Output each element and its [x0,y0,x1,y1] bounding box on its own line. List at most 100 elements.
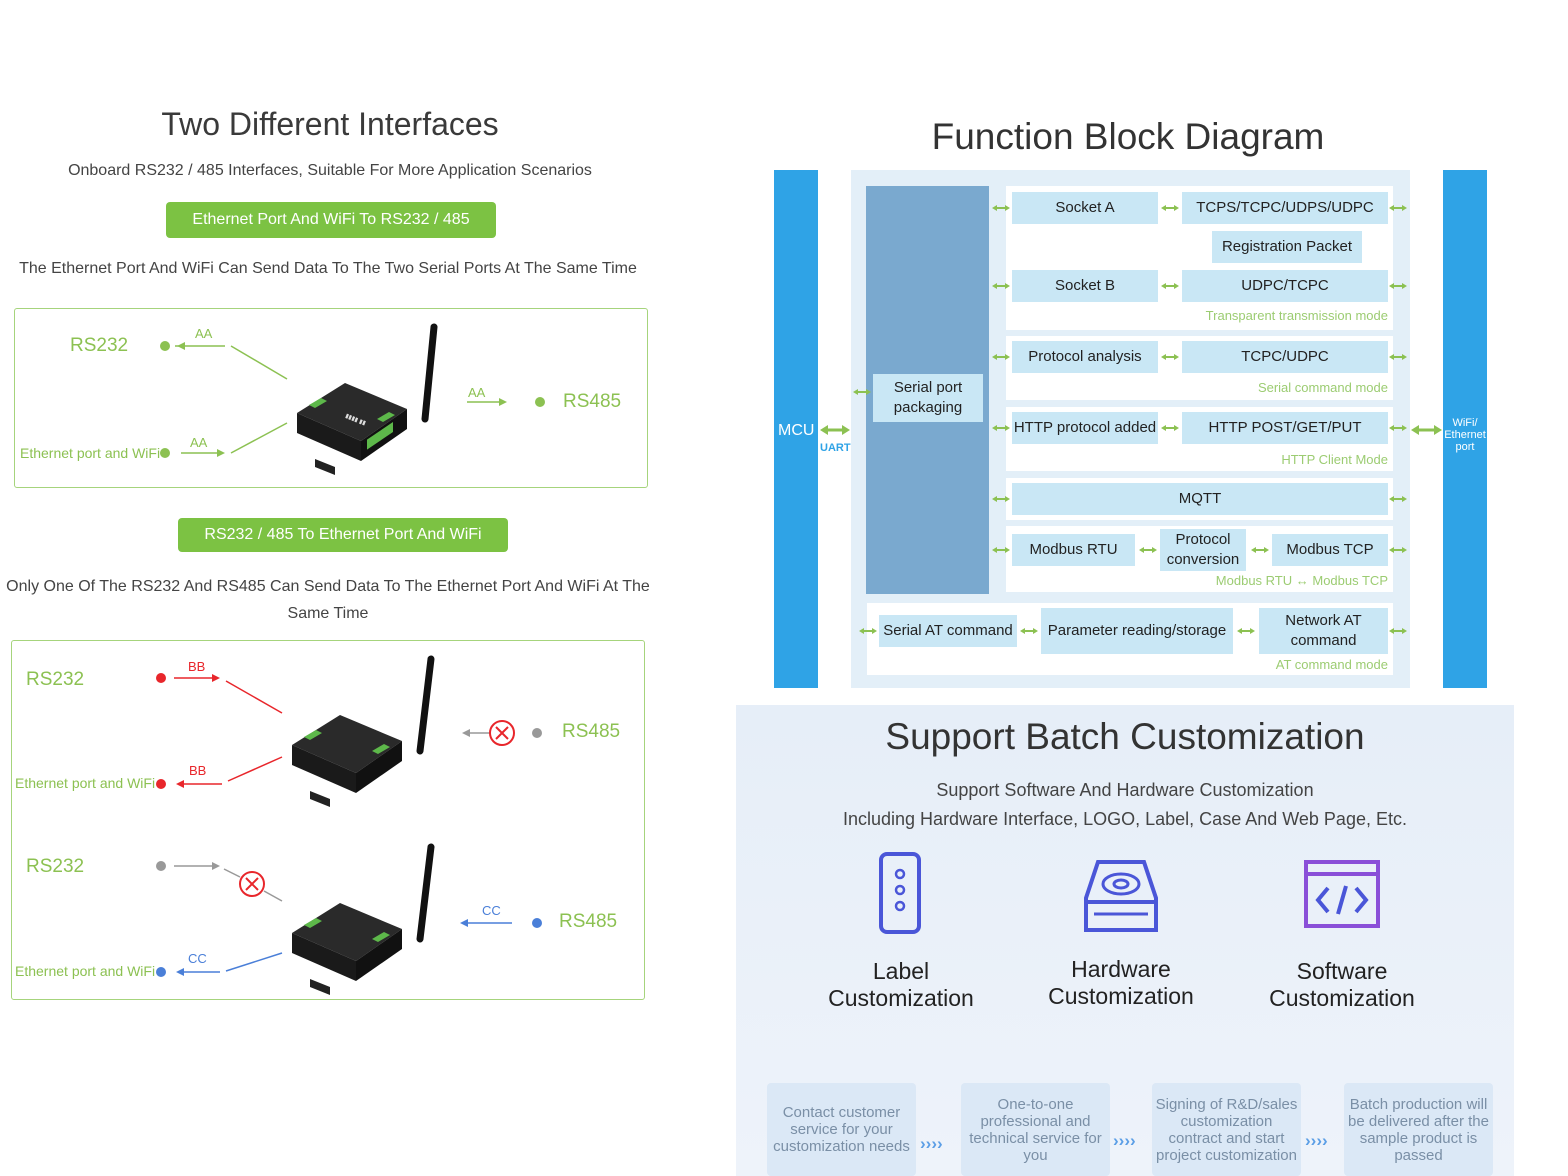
interfaces-subtitle: Onboard RS232 / 485 Interfaces, Suitable… [68,162,592,179]
connector-line [227,756,283,782]
rs232-label: RS232 [26,856,85,877]
flow-label-aa: AA [190,435,208,450]
rs485-dot [532,728,542,738]
tcpc-udpc-box: TCPC/UDPC [1182,341,1388,373]
batch-title: Support Batch Customization [885,716,1365,757]
socket-a-box: Socket A [1012,192,1158,224]
label-icon [879,852,921,934]
label-customization: Label Customization [828,958,974,1011]
eth-wifi-dot [156,967,166,977]
mcu-bus [774,170,818,688]
transparent-mode-label: Transparent transmission mode [1205,308,1388,323]
batch-subtitle-2: Including Hardware Interface, LOGO, Labe… [843,809,1407,829]
rs232-label: RS232 [26,669,85,690]
flow-label-aa: AA [195,326,213,341]
wifi-ethernet-bus [1443,170,1487,688]
chevron-right-icon: ›››› [1113,1131,1136,1150]
interfaces-title: Two Different Interfaces [161,106,499,142]
eth-wifi-label: Ethernet port and WiFi [15,963,156,979]
bidirectional-arrow-icon [852,204,1408,635]
chevron-right-icon: ›››› [920,1134,943,1153]
mode1-panel: RS232 RS485 Ethernet port and WiFi AA AA… [14,308,648,488]
http-methods-box: HTTP POST/GET/PUT [1182,412,1388,444]
mode2-panel: RS232 RS485 Ethernet port and WiFi BB BB… [11,640,645,1000]
rs485-label: RS485 [559,911,618,932]
flow-label-cc: CC [482,903,501,918]
mode2-flow-diagram [156,655,542,995]
protocol-conversion-box: Protocol conversion [1160,529,1246,571]
device-icon: ▮▮▮▮ ▮▮ [297,323,438,475]
arrow-head [462,729,470,737]
fbd-arrows [820,204,1442,635]
wifi-ethernet-arrow [1411,425,1442,435]
software-customization: Software Customization [1269,958,1415,1011]
mcu-uart-arrow [820,425,850,435]
rs485-label: RS485 [562,721,621,742]
modbus-rtu-box: Modbus RTU [1012,534,1135,566]
parameter-rw-box: Parameter reading/storage [1041,608,1233,654]
connector-line [225,680,283,714]
socket-b-box: Socket B [1012,270,1158,302]
arrow-head [460,919,468,927]
connector-line [263,890,283,902]
mode2-description-line2: Same Time [287,605,369,622]
flow-label-bb: BB [189,763,207,778]
blocked-icon [245,877,259,891]
arrow-head [212,674,220,682]
wifi-ethernet-label: WiFi/ Ethernet port [1444,417,1486,453]
mcu-label: MCU [778,422,815,439]
blocked-icon [239,871,265,897]
flow-label-cc: CC [188,951,207,966]
mode1-button[interactable]: Ethernet Port And WiFi To RS232 / 485 [166,202,496,238]
arrow-head [499,398,507,406]
modbus-mode-label: Modbus RTU ↔ Modbus TCP [1215,573,1388,588]
rs232-label: RS232 [70,335,129,356]
uart-label: UART [820,442,851,454]
step-production: Batch production will be delivered after… [1344,1083,1493,1176]
http-protocol-box: HTTP protocol added [1012,412,1158,444]
step-contract: Signing of R&D/sales customization contr… [1152,1083,1301,1176]
eth-wifi-label: Ethernet port and WiFi [20,445,161,461]
mode2-button[interactable]: RS232 / 485 To Ethernet Port And WiFi [178,518,508,552]
step-contact: Contact customer service for your custom… [767,1083,916,1176]
mode1-description: The Ethernet Port And WiFi Can Send Data… [19,260,637,277]
flow-label-aa: AA [468,385,486,400]
network-at-box: Network AT command [1259,608,1388,654]
serial-port-packaging-box: Serial port packaging [873,374,983,422]
udpc-tcpc-box: UDPC/TCPC [1182,270,1388,302]
rs485-dot [535,397,545,407]
hardware-customization: Hardware Customization [1048,956,1194,1009]
connector-line [225,952,283,972]
chevron-right-icon: ›››› [1305,1131,1328,1150]
step-service: One-to-one professional and technical se… [961,1083,1110,1176]
rs232-dot [156,861,166,871]
modbus-tcp-box: Modbus TCP [1272,534,1388,566]
connector-line [230,345,288,380]
hardware-icon [1084,860,1158,932]
registration-packet-box: Registration Packet [1212,231,1362,263]
device-icon [292,843,435,995]
device-icon [292,655,435,807]
mqtt-box: MQTT [1012,483,1388,515]
arrow-head [217,449,225,457]
arrow-head [177,342,185,350]
serial-at-box: Serial AT command [879,615,1017,647]
blocked-icon [495,726,509,740]
protocol-analysis-box: Protocol analysis [1012,341,1158,373]
tcps-box: TCPS/TCPC/UDPS/UDPC [1182,192,1388,224]
serial-command-mode-label: Serial command mode [1257,380,1388,395]
batch-subtitle-1: Support Software And Hardware Customizat… [936,780,1314,800]
flow-label-bb: BB [188,659,206,674]
rs232-dot [160,341,170,351]
rs485-dot [532,918,542,928]
arrow-head [212,862,220,870]
eth-wifi-dot [156,779,166,789]
fbd-title: Function Block Diagram [931,116,1325,157]
connector-line [230,422,288,454]
eth-wifi-dot [160,448,170,458]
connector-line [223,868,241,878]
blocked-icon [489,720,515,746]
http-client-mode-label: HTTP Client Mode [1281,452,1388,467]
code-icon [1304,860,1380,928]
mode2-description-line1: Only One Of The RS232 And RS485 Can Send… [6,578,650,595]
